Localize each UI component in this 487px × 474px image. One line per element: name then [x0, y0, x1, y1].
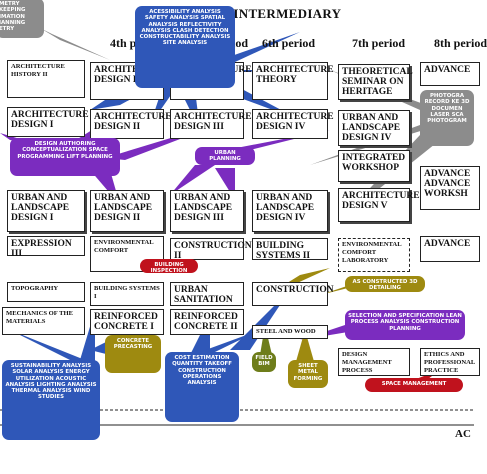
course-architecture-design-iv: ARCHITECTURE DESIGN IV — [252, 109, 334, 139]
course-advance-1: ADVANCE — [420, 62, 480, 86]
course-construction: CONSTRUCTION — [252, 282, 334, 306]
course-urban-landscape-design-iv-b: URBAN AND LANDSCAPE DESIGN IV — [338, 110, 410, 146]
bubble-sheet-metal: SHEET METAL FORMING — [288, 360, 328, 388]
header-6th-period: 6th period — [262, 36, 316, 50]
course-ethics-professional-practice: ETHICS AND PROFESSIONAL PRACTICE — [420, 348, 480, 376]
bubble-as-constructed: AS CONSTRUCTED 3D DETAILING — [345, 276, 425, 292]
course-urban-landscape-design-i: URBAN AND LANDSCAPE DESIGN I — [7, 190, 85, 232]
green-connector-1 — [260, 325, 272, 355]
course-advance-3: ADVANCE — [420, 236, 480, 262]
bubble-urban-planning: URBAN PLANNING — [195, 147, 255, 165]
bubble-building-inspection: BUILDING INSPECTION — [140, 259, 198, 274]
purple-connector-6 — [170, 165, 215, 195]
header-7th-period: 7th period — [352, 36, 406, 50]
footer-label: AC — [455, 428, 471, 440]
course-urban-sanitation: URBAN SANITATION — [170, 282, 244, 306]
course-building-systems-ii: BUILDING SYSTEMS II — [252, 238, 328, 261]
course-construction-ii: CONSTRUCTION II — [170, 238, 252, 261]
bubble-selection-specification: SELECTION AND SPECIFICATION LEAN PROCESS… — [345, 310, 465, 340]
course-expression-iii: EXPRESSION III — [7, 236, 85, 259]
course-architecture-design-iii: ARCHITECTURE DESIGN III — [170, 109, 252, 139]
blue-connector-9 — [10, 330, 85, 360]
course-urban-landscape-design-iv: URBAN AND LANDSCAPE DESIGN IV — [252, 190, 328, 232]
bubble-concrete-precasting: CONCRETE PRECASTING — [105, 335, 161, 373]
course-architecture-design-i: ARCHITECTURE DESIGN I — [7, 107, 89, 137]
course-integrated-workshop: INTEGRATED WORKSHOP — [338, 150, 410, 182]
course-steel-and-wood: STEEL AND WOOD — [252, 325, 328, 339]
header-8th-period: 8th period — [434, 36, 487, 50]
bubble-field-bim: FIELD BIM — [252, 352, 276, 372]
bubble-analysis-cluster: ACESSIBILITY ANALYSIS SAFETY ANALYSIS SP… — [135, 6, 235, 88]
bubble-space-management: SPACE MANAGEMENT — [365, 378, 463, 392]
course-advance-workshop: ADVANCE ADVANCE WORKSH — [420, 166, 480, 210]
course-reinforced-concrete-i: REINFORCED CONCRETE I — [90, 309, 164, 335]
course-topography: TOPOGRAPHY — [7, 282, 85, 302]
bubble-design-authoring: DESIGN AUTHORING CONCEPTUALIZATION SPACE… — [10, 138, 120, 176]
course-architecture-theory: ARCHITECTURE THEORY — [252, 62, 334, 100]
bubble-cost-estimation: COST ESTIMATION QUANTITY TAKEOFF CONSTRU… — [165, 352, 239, 422]
course-architecture-history-ii: ARCHITECTURE HISTORY II — [7, 60, 85, 98]
course-urban-landscape-design-ii: URBAN AND LANDSCAPE DESIGN II — [90, 190, 164, 232]
bubble-geometry-record: METRY KEEPING IMATION IANNING ETRY — [0, 0, 44, 38]
course-environmental-comfort-lab: ENVIRONMENTAL COMFORT LABORATORY — [338, 238, 410, 272]
course-building-systems-i: BUILDING SYSTEMS I — [90, 282, 164, 306]
course-architecture-design-ii: ARCHITECTURE DESIGN II — [90, 109, 172, 139]
course-urban-landscape-design-iii: URBAN AND LANDSCAPE DESIGN III — [170, 190, 244, 232]
gray-connector — [40, 28, 110, 60]
course-reinforced-concrete-ii: REINFORCED CONCRETE II — [170, 309, 244, 335]
bubble-photogrammetry: PHOTOGRA RECORD KE 3D DOCUMEN LASER SCA … — [420, 90, 474, 146]
course-architecture-design-v: ARCHITECTURE DESIGN V — [338, 188, 420, 222]
bubble-sustainability: SUSTAINABILITY ANALYSIS SOLAR ANALYSIS E… — [2, 360, 100, 440]
blue-connector-6 — [220, 32, 300, 62]
course-mechanics-materials: MECHANICS OF THE MATERIALS — [2, 307, 85, 335]
course-theoretical-seminar-heritage: THEORETICAL SEMINAR ON HERITAGE — [338, 64, 413, 100]
course-design-management-process: DESIGN MANAGEMENT PROCESS — [338, 348, 410, 376]
green-connector-2 — [295, 330, 315, 365]
